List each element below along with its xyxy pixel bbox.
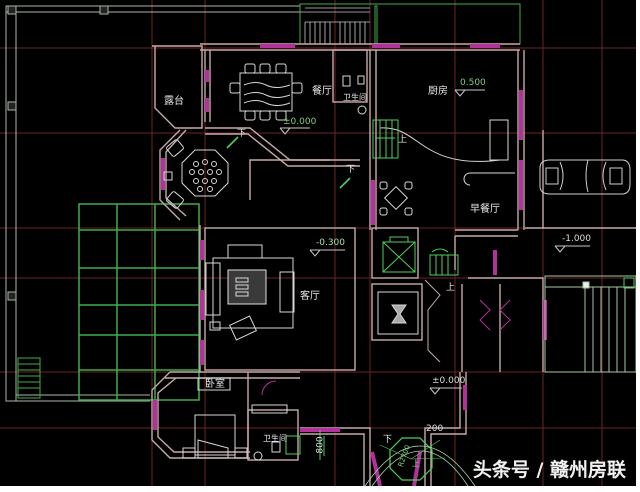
toilet-fixtures-top <box>342 75 367 115</box>
room-label-bathroom-top: 卫生间 <box>343 93 367 102</box>
level-garage: -1.000 <box>562 234 592 244</box>
entrance-door <box>479 299 511 331</box>
level-kitchen: 0.500 <box>460 78 486 88</box>
top-railing <box>299 3 521 45</box>
terrace-pergola-grid <box>78 203 200 401</box>
stair-down-1: 下 <box>237 129 247 139</box>
level-markers <box>279 89 590 395</box>
lounge-table <box>163 139 229 209</box>
stair-break-lines <box>226 136 351 189</box>
room-label-bedroom: 卧室 <box>205 379 225 390</box>
stair-up-1: 上 <box>398 135 408 145</box>
room-label-living: 客厅 <box>300 291 320 302</box>
terrace-railing <box>5 5 300 402</box>
level-living: -0.300 <box>316 238 346 248</box>
sofa-set <box>205 244 295 341</box>
stair-up-2: 上 <box>446 283 456 293</box>
terrace-steps-left <box>17 357 41 399</box>
spiral-up: 上 <box>412 459 420 468</box>
walls <box>151 43 636 486</box>
watermark: 头条号 / 赣州房联 <box>472 459 626 481</box>
small-stairs <box>429 248 459 276</box>
kitchen-stairs <box>372 119 399 159</box>
dining-table <box>229 63 303 121</box>
lightwell <box>377 291 419 335</box>
level-dining: ±0.000 <box>283 117 317 127</box>
spiral-staircase <box>364 437 476 486</box>
car <box>539 159 631 195</box>
dimension-800: 800 <box>315 436 326 454</box>
bathroom-bottom-fixtures <box>251 380 301 461</box>
level-hall: ±0.000 <box>432 376 466 386</box>
dimension-200: 200 <box>426 424 444 434</box>
room-label-balcony: 露台 <box>164 96 184 107</box>
entrance-steps <box>544 275 636 373</box>
room-label-kitchen: 厨房 <box>428 86 448 97</box>
room-label-bathroom-bottom: 卫生间 <box>263 434 287 443</box>
bed <box>182 377 248 459</box>
room-label-dining: 餐厅 <box>312 86 332 97</box>
room-label-breakfast: 早餐厅 <box>470 204 500 215</box>
elevator <box>382 236 416 273</box>
stair-down-2: 下 <box>346 165 356 175</box>
stair-down-3: 下 <box>383 435 393 445</box>
